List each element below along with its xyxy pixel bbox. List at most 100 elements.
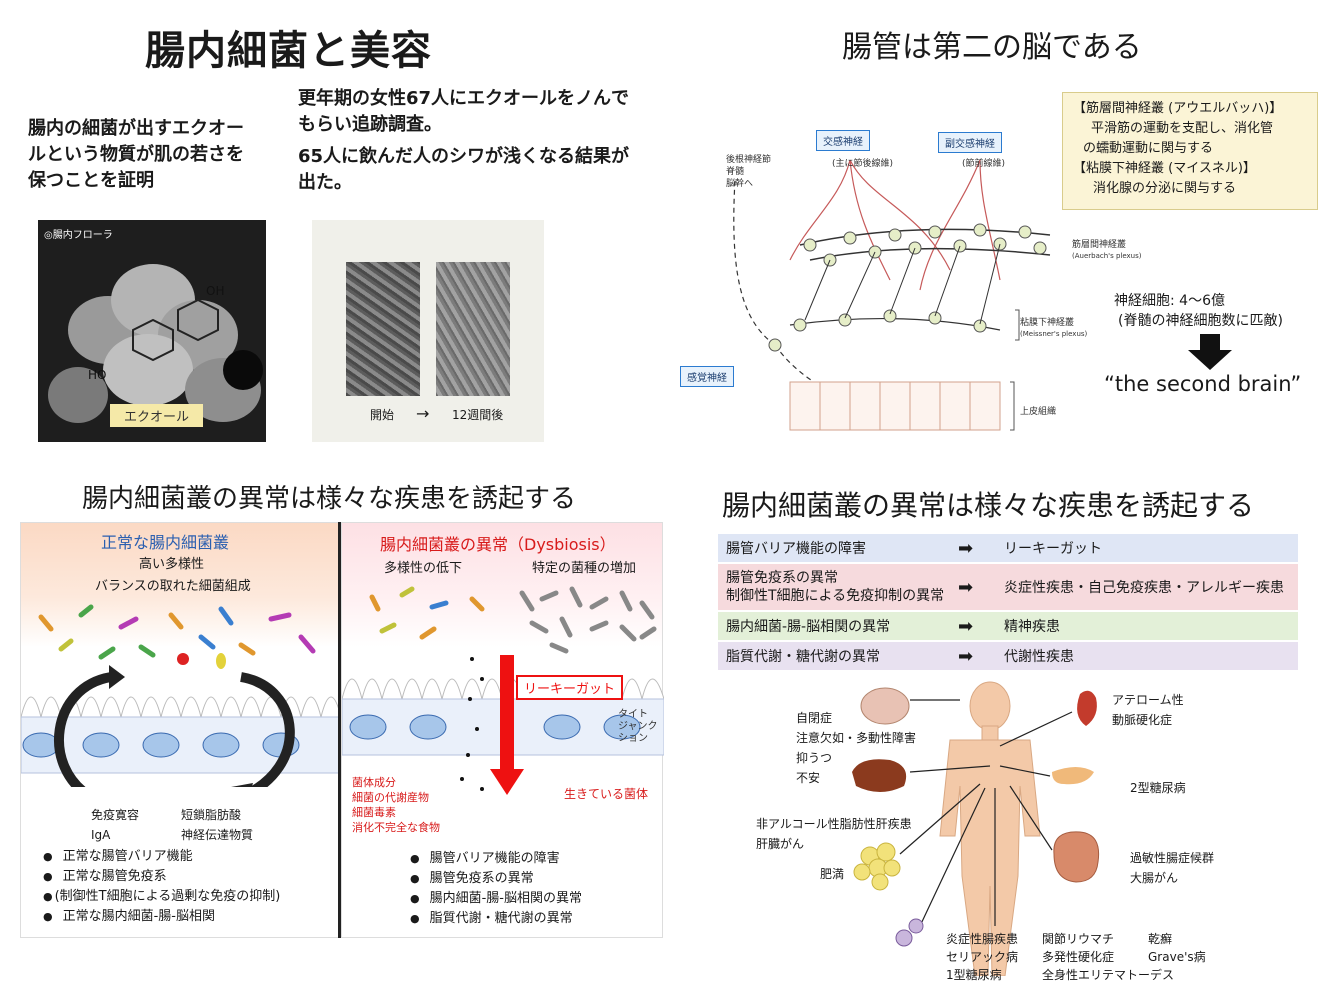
- sympathetic-nerve-sub: (主に節後線維): [832, 159, 894, 169]
- skin-end-label: 12週間後: [452, 408, 504, 422]
- bacteria-illustration: [38, 220, 266, 442]
- down-arrow-icon: [1188, 334, 1232, 370]
- parasympathetic-nerve-label: 副交感神経: [938, 132, 1002, 153]
- myenteric-label-en: (Auerbach's plexus): [1072, 252, 1142, 260]
- fat-disease-label: 肥満: [820, 867, 845, 881]
- fat-cells-icon: [853, 842, 901, 891]
- brain-disease-label: 注意欠如・多動性障害: [796, 731, 917, 745]
- neuron-note: (脊髄の神経細胞数に匹敵): [1118, 313, 1283, 329]
- disease-row-result: リーキーガット: [1004, 541, 1102, 557]
- cells-disease-label: 1型糖尿病: [946, 968, 1002, 982]
- sensory-nerve-label: 感覚神経: [680, 366, 734, 387]
- pancreas-disease-label: 2型糖尿病: [1130, 781, 1186, 795]
- normal-bullet-note-text: (制御性T細胞による過剰な免疫の抑制): [54, 889, 281, 904]
- dysbiosis-panel: 腸内細菌叢の異常（Dysbiosis） 多様性の低下 特定の菌種の増加 リーキー…: [341, 522, 664, 938]
- title-second-brain: 腸管は第二の脳である: [842, 30, 1142, 65]
- normal-flora-panel: 正常な腸内細菌叢 高い多様性 バランスの取れた細菌組成 免疫寛容 IgA 短鎖脂…: [20, 522, 341, 938]
- disease-row-cause-line: 制御性T細胞による免疫抑制の異常: [726, 588, 945, 604]
- heart-disease-label: アテローム性: [1112, 693, 1184, 707]
- immune-cells-icon: [895, 918, 924, 947]
- plexus-info-line: の蠕動運動に関与する: [1083, 141, 1214, 156]
- right-description-line: 出た。: [298, 172, 352, 193]
- myenteric-label-jp: 筋層間神経叢: [1072, 240, 1127, 250]
- disease-row: 腸管免疫系の異常 制御性T細胞による免疫抑制の異常 ➡ 炎症性疾患・自己免疫疾患…: [718, 564, 1298, 610]
- intestine-icon: [1053, 831, 1100, 883]
- dys-sub-increase: 特定の菌種の増加: [532, 561, 637, 576]
- tight-junction-line: ジャンクション: [618, 721, 658, 744]
- intestine-disease-label: 大腸がん: [1130, 871, 1179, 885]
- dysbiosis-bullet: 腸管バリア機能の障害: [410, 849, 582, 869]
- normal-bullets: 正常な腸管バリア機能 正常な腸管免疫系 (制御性T細胞による過剰な免疫の抑制) …: [43, 847, 281, 927]
- dysbiosis-bacteria-illustration: [342, 586, 664, 795]
- pancreas-icon: [1052, 767, 1094, 785]
- dys-red-label: 細菌の代謝産物: [352, 791, 429, 804]
- second-brain-quote: “the second brain”: [1104, 372, 1302, 396]
- right-description-line: もらい追跡調査。: [298, 114, 442, 135]
- epithelium-label: 上皮組織: [1020, 407, 1057, 417]
- right-description: 更年期の女性67人にエクオールをノんで もらい追跡調査。 65人に飲んだ人のシワ…: [298, 86, 629, 196]
- dys-red-labels: 菌体成分 細菌の代謝産物 細菌毒素 消化不完全な食物: [352, 775, 440, 835]
- left-description-line: ルという物質が肌の若さを: [28, 144, 244, 165]
- brain-disease-labels: 自閉症 注意欠如・多動性障害 抑うつ 不安: [796, 708, 916, 788]
- disease-row-cause: 脂質代謝・糖代謝の異常: [726, 649, 880, 665]
- arrow-right-icon: ➡: [958, 645, 974, 667]
- joint-disease-label: 関節リウマチ: [1042, 932, 1115, 946]
- disease-row: 脂質代謝・糖代謝の異常 ➡ 代謝性疾患: [718, 642, 1298, 670]
- micrograph-tag: ◎腸内フローラ: [44, 230, 113, 241]
- brain-icon: [860, 687, 910, 725]
- normal-scfa-line: 短鎖脂肪酸: [181, 808, 242, 822]
- right-description-line: 65人に飲んだ人のシワが浅くなる結果が: [298, 146, 630, 167]
- spinal-label: 後根神経節: [726, 155, 772, 165]
- equol-label: エクオール: [110, 404, 204, 427]
- submucosal-label: 粘膜下神経叢 (Meissner's plexus): [1020, 318, 1087, 340]
- plexus-info-line: 【筋層間神経叢 (アウエルバッハ)】: [1073, 101, 1283, 116]
- disease-row: 腸内細菌-腸-脳相関の異常 ➡ 精神疾患: [718, 612, 1298, 640]
- heart-disease-labels: アテローム性 動脈硬化症: [1112, 690, 1184, 730]
- submucosal-label-en: (Meissner's plexus): [1020, 330, 1088, 338]
- disease-row-cause: 腸管免疫系の異常 制御性T細胞による免疫抑制の異常: [718, 569, 958, 605]
- cells-disease-label: 炎症性腸疾患: [946, 932, 1019, 946]
- spinal-labels: 後根神経節 脊髄 脳幹へ: [726, 154, 771, 190]
- neuron-count: 神経細胞: 4〜6億: [1114, 293, 1225, 309]
- normal-bullet: 正常な腸管バリア機能: [43, 847, 280, 867]
- left-description-line: 保つことを証明: [28, 170, 154, 191]
- title-dysbiosis-right: 腸内細菌叢の異常は様々な疾患を誘起する: [722, 489, 1255, 522]
- normal-sub-diversity: 高い多様性: [139, 557, 205, 572]
- human-body-organ-diagram: [852, 681, 1100, 976]
- brain-disease-label: 不安: [796, 771, 821, 785]
- disease-row-cause-line: 腸管免疫系の異常: [726, 570, 838, 586]
- oh-label: OH: [206, 284, 225, 298]
- dys-red-label: 菌体成分: [352, 776, 396, 789]
- skin-disease-label: Grave's病: [1148, 950, 1206, 964]
- joint-disease-label: 全身性エリテマトーデス: [1042, 968, 1175, 982]
- disease-row-cause: 腸管バリア機能の障害: [726, 541, 866, 557]
- normal-scfa-label: 短鎖脂肪酸 神経伝達物質: [181, 805, 253, 845]
- normal-sub-balance: バランスの取れた細菌組成: [95, 579, 251, 594]
- right-description-line: 更年期の女性67人にエクオールをノんで: [298, 88, 630, 109]
- tight-junction-label: タイト ジャンクション: [618, 709, 662, 745]
- heart-icon: [1077, 690, 1097, 726]
- dysbiosis-bullet: 脂質代謝・糖代謝の異常: [410, 909, 582, 929]
- skin-disease-label: 乾癬: [1148, 932, 1173, 946]
- cells-disease-label: セリアック病: [946, 950, 1019, 964]
- left-description-line: 腸内の細菌が出すエクオー: [28, 118, 244, 139]
- title-dysbiosis-left: 腸内細菌叢の異常は様々な疾患を誘起する: [82, 484, 577, 514]
- plexus-info-line: 平滑筋の運動を支配し、消化管: [1091, 121, 1274, 136]
- normal-flora-title: 正常な腸内細菌叢: [101, 533, 230, 552]
- parasympathetic-nerve-sub: (節前線維): [962, 159, 1006, 169]
- skin-arrow: →: [416, 404, 430, 423]
- normal-bullet: 正常な腸内細菌-腸-脳相関: [43, 907, 280, 927]
- tight-junction-line: タイト: [618, 709, 648, 720]
- brain-disease-label: 自閉症: [796, 711, 833, 725]
- brain-disease-label: 抑うつ: [796, 751, 833, 765]
- skin-comparison-photo: 開始 → 12週間後: [312, 220, 544, 442]
- spinal-label: 脊髄: [726, 167, 745, 177]
- intestine-disease-labels: 過敏性腸症候群 大腸がん: [1130, 848, 1214, 888]
- disease-row: 腸管バリア機能の障害 ➡ リーキーガット: [718, 534, 1298, 562]
- liver-disease-label: 非アルコール性脂肪性肝疾患: [756, 817, 912, 831]
- normal-bullet: 正常な腸管免疫系: [43, 867, 280, 887]
- plexus-info-line: 消化腺の分泌に関与する: [1093, 181, 1237, 196]
- dys-red-label: 消化不完全な食物: [352, 821, 440, 834]
- cells-disease-labels: 炎症性腸疾患 セリアック病 1型糖尿病: [946, 930, 1018, 984]
- plexus-info-box: 【筋層間神経叢 (アウエルバッハ)】 平滑筋の運動を支配し、消化管 の蠕動運動に…: [1062, 92, 1318, 210]
